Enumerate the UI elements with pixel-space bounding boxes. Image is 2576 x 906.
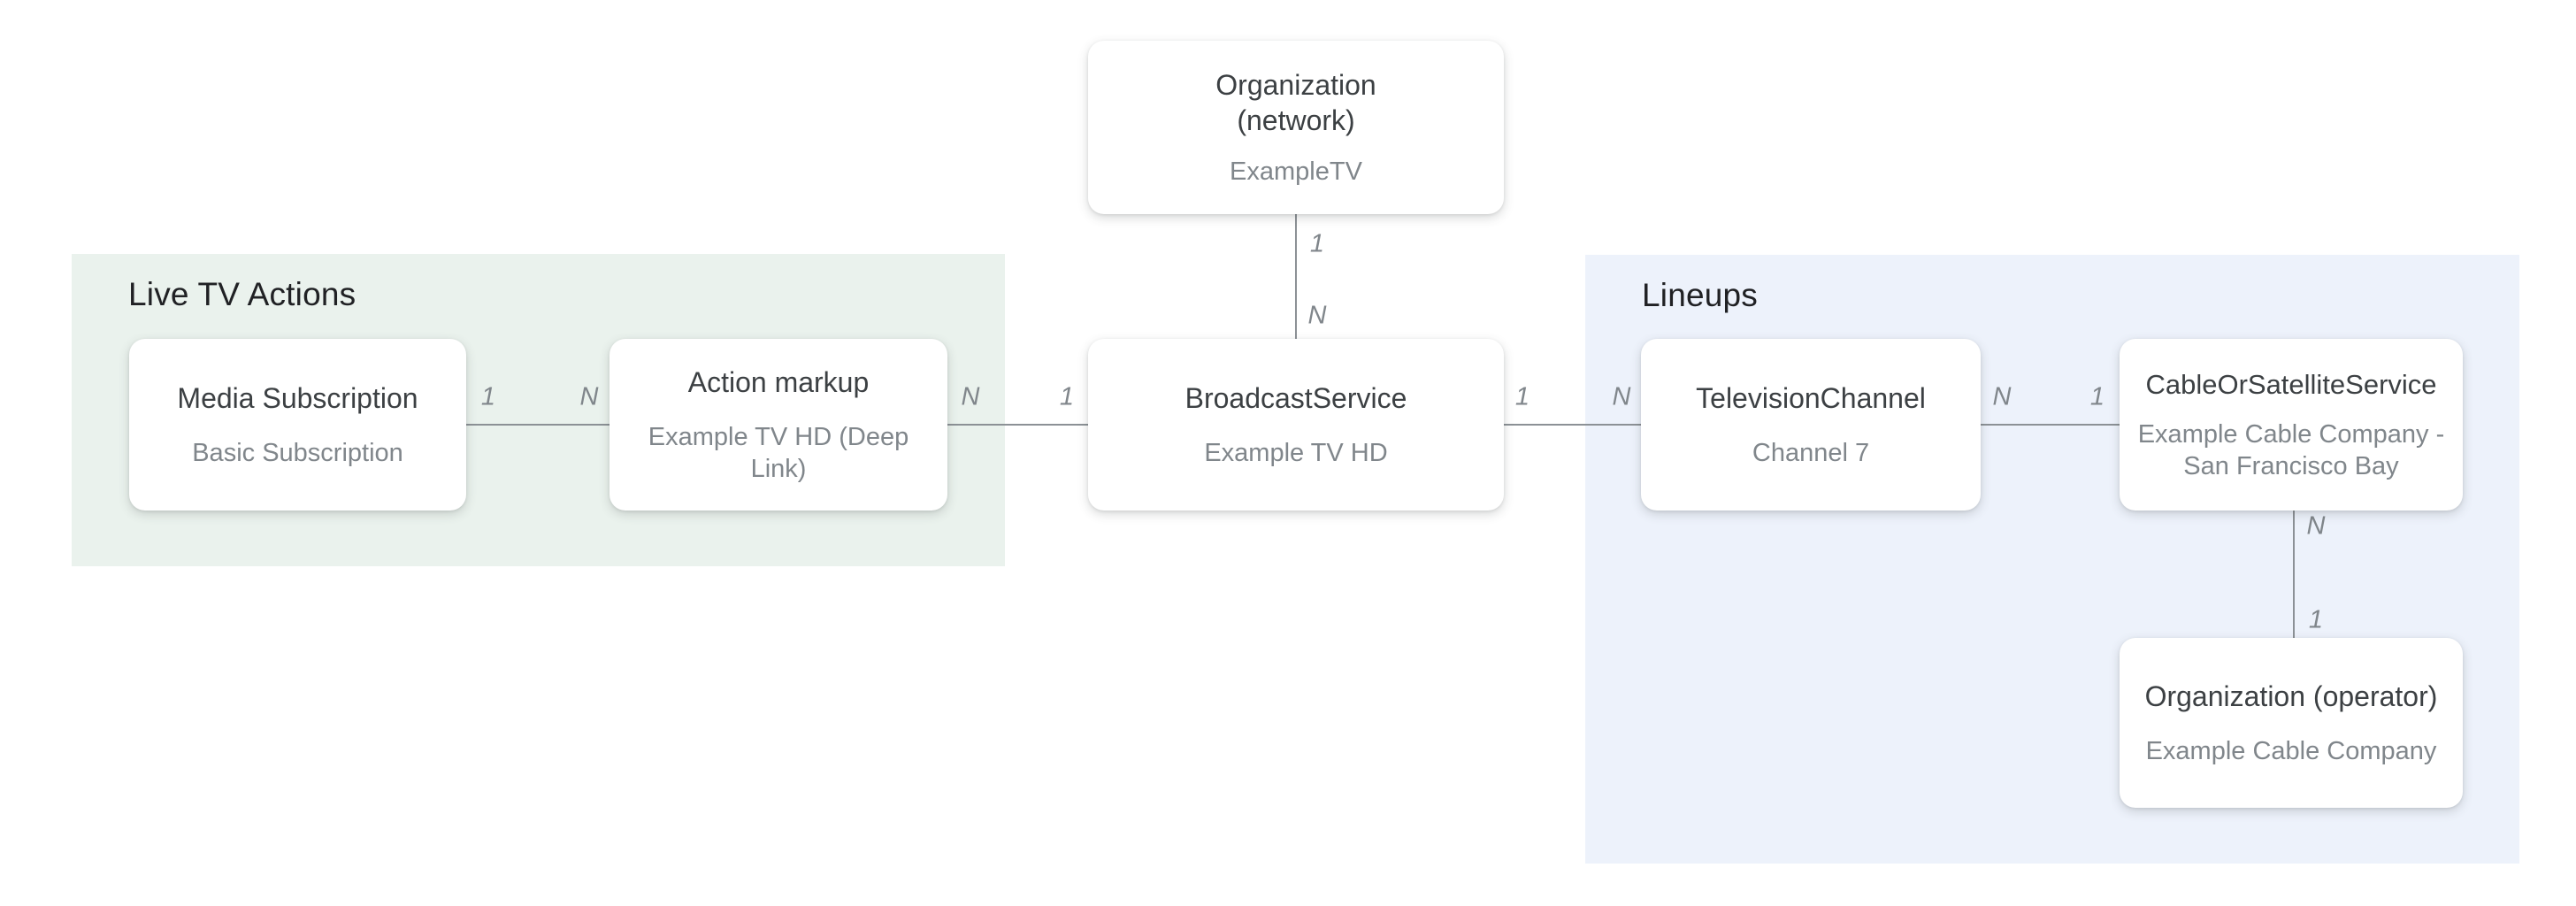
connector-media-subscription-to-action-markup (466, 424, 610, 426)
node-title: Action markup (687, 366, 870, 398)
node-television-channel: TelevisionChannel Channel 7 (1641, 339, 1981, 511)
connector-television-channel-to-cable (1981, 424, 2120, 426)
connector-network-to-broadcast (1295, 214, 1297, 340)
node-action-markup: Action markup Example TV HD (Deep Link) (610, 339, 947, 511)
connector-broadcast-to-television-channel (1504, 424, 1641, 426)
node-title: BroadcastService (1184, 382, 1407, 414)
cardinality-label: N (1307, 301, 1327, 330)
connector-cable-to-operator (2293, 511, 2295, 638)
cardinality-label: N (961, 382, 980, 411)
node-media-subscription: Media Subscription Basic Subscription (129, 339, 466, 511)
cardinality-label: 1 (480, 382, 496, 411)
node-title: TelevisionChannel (1696, 382, 1926, 414)
cardinality-label: 1 (1514, 382, 1530, 411)
cardinality-label: N (579, 382, 599, 411)
node-title: CableOrSatelliteService (2145, 369, 2437, 400)
node-subtitle: ExampleTV (1230, 157, 1362, 186)
region-title-lineups: Lineups (1642, 277, 1759, 313)
node-title: Organization (network) (1215, 69, 1376, 136)
cardinality-label: N (2306, 511, 2326, 541)
connector-action-markup-to-broadcast (947, 424, 1088, 426)
node-title: Organization (operator) (2144, 680, 2438, 712)
cardinality-label: 1 (1309, 229, 1325, 258)
node-organization-network: Organization (network) ExampleTV (1088, 41, 1504, 214)
cardinality-label: 1 (2308, 605, 2324, 634)
node-cable-or-satellite-service: CableOrSatelliteService Example Cable Co… (2120, 339, 2463, 511)
node-subtitle: Channel 7 (1752, 439, 1870, 467)
node-title: Media Subscription (177, 382, 418, 414)
cardinality-label: 1 (1059, 382, 1075, 411)
cardinality-label: N (1992, 382, 2012, 411)
node-subtitle: Basic Subscription (192, 439, 403, 467)
node-broadcast-service: BroadcastService Example TV HD (1088, 339, 1504, 511)
node-subtitle: Example Cable Company (2145, 737, 2437, 765)
node-subtitle: Example Cable Company - San Francisco Ba… (2137, 420, 2445, 480)
node-subtitle: Example TV HD (Deep Link) (648, 423, 909, 483)
node-organization-operator: Organization (operator) Example Cable Co… (2120, 638, 2463, 808)
cardinality-label: 1 (2089, 382, 2105, 411)
region-title-live-tv-actions: Live TV Actions (128, 276, 356, 312)
cardinality-label: N (1612, 382, 1631, 411)
node-subtitle: Example TV HD (1204, 439, 1388, 467)
